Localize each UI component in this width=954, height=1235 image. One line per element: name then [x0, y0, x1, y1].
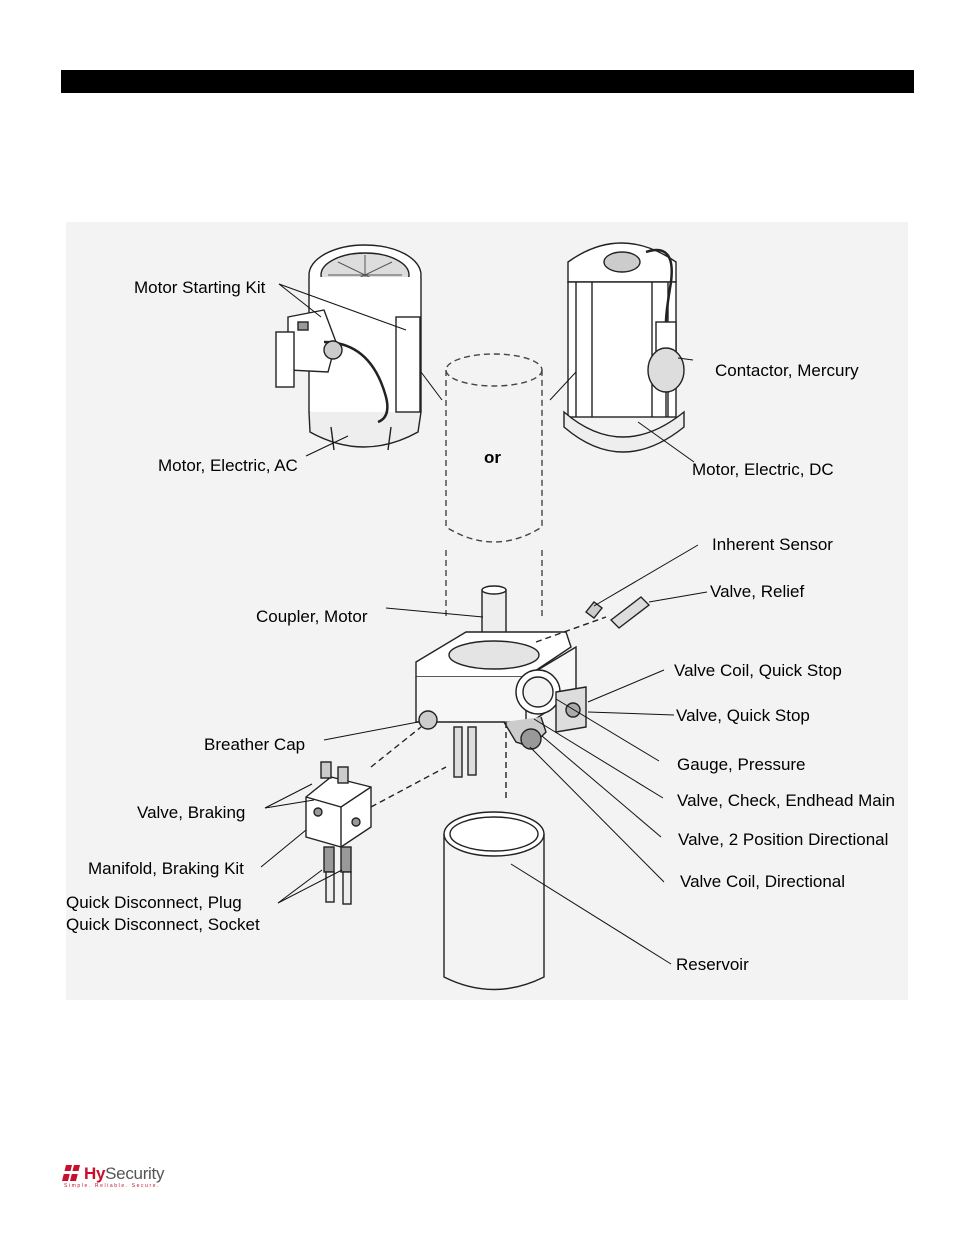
label-coupler-motor: Coupler, Motor	[256, 607, 368, 626]
logo-tagline: Simple. Reliable. Secure.	[64, 1183, 161, 1189]
label-inherent-sensor: Inherent Sensor	[712, 535, 833, 554]
pump-manifold-drawing	[415, 585, 587, 800]
label-breather-cap: Breather Cap	[204, 735, 306, 754]
diagram-drawing	[260, 242, 708, 991]
hysecurity-mark-icon	[62, 1165, 80, 1181]
label-gauge-pressure: Gauge, Pressure	[677, 755, 806, 774]
label-contactor-mercury: Contactor, Mercury	[715, 361, 859, 380]
label-manifold-braking-kit: Manifold, Braking Kit	[88, 859, 244, 878]
reservoir-drawing	[443, 811, 545, 991]
label-reservoir: Reservoir	[676, 955, 749, 974]
label-valve-2-position-directional: Valve, 2 Position Directional	[678, 830, 889, 849]
label-valve-coil-quick-stop: Valve Coil, Quick Stop	[674, 661, 842, 680]
label-valve-coil-directional: Valve Coil, Directional	[680, 872, 846, 891]
braking-kit-drawing	[305, 726, 447, 905]
ac-motor-drawing	[275, 244, 422, 451]
label-valve-braking: Valve, Braking	[137, 803, 246, 822]
header-bar	[61, 70, 914, 93]
label-motor-starting-kit: Motor Starting Kit	[134, 278, 266, 297]
or-dashed-cylinder	[445, 353, 543, 617]
label-motor-electric-ac: Motor, Electric, AC	[158, 456, 298, 475]
dc-motor-drawing	[563, 242, 685, 453]
label-valve-relief: Valve, Relief	[710, 582, 805, 601]
label-valve-quick-stop: Valve, Quick Stop	[676, 706, 810, 725]
hysecurity-logo: HySecurity Simple. Reliable. Secure.	[62, 1162, 172, 1194]
label-valve-check-endhead-main: Valve, Check, Endhead Main	[677, 791, 895, 810]
label-motor-electric-dc: Motor, Electric, DC	[692, 460, 834, 479]
logo-wordmark: HySecurity	[84, 1164, 165, 1183]
label-quick-disconnect-socket: Quick Disconnect, Socket	[66, 915, 260, 934]
label-quick-disconnect-plug: Quick Disconnect, Plug	[66, 893, 242, 912]
exploded-parts-diagram: Motor Starting Kit Motor, Electric, AC o…	[66, 222, 908, 1000]
relief-valve-drawing	[535, 596, 651, 643]
label-or: or	[484, 448, 501, 467]
